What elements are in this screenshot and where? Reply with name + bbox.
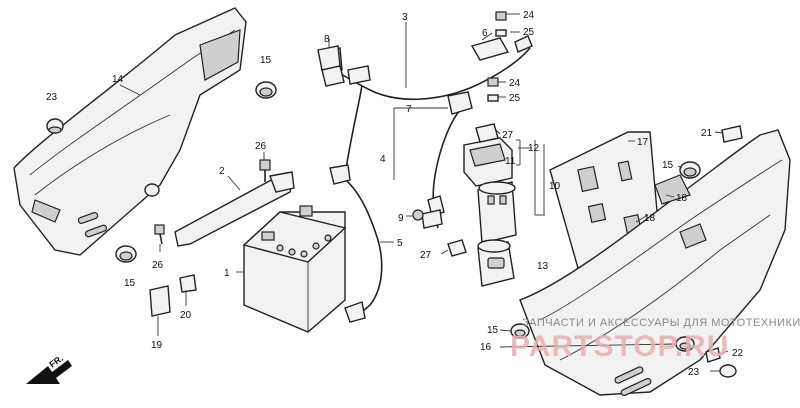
grommet-15-lower-left — [115, 245, 137, 263]
callout-15-lower-right: 15 — [487, 325, 499, 336]
callout-2: 2 — [219, 166, 225, 177]
callout-4: 4 — [380, 154, 386, 165]
terminal-cover-8 — [317, 45, 345, 87]
callout-9: 9 — [398, 213, 404, 224]
callout-24-mid: 24 — [509, 78, 521, 89]
callout-25-mid: 25 — [509, 93, 521, 104]
grommet-23-left — [46, 118, 64, 134]
bolt-26-lower — [154, 224, 165, 245]
battery-cable-positive — [321, 35, 533, 101]
callout-20: 20 — [180, 310, 192, 321]
callout-21: 21 — [701, 128, 713, 139]
callout-26-upper: 26 — [255, 141, 267, 152]
callout-27-bottom: 27 — [420, 250, 432, 261]
left-side-cover — [13, 7, 247, 256]
watermark-tagline: ЗАПЧАСТИ И АКСЕССУАРЫ ДЛЯ МОТОТЕХНИКИ — [522, 317, 800, 329]
callout-numbers: 1 2 3 4 5 6 7 8 9 10 11 12 13 14 15 15 1… — [46, 10, 744, 378]
right-side-cover — [519, 129, 791, 397]
grommet-23-right — [719, 364, 737, 378]
callout-bracket-12 — [516, 139, 545, 215]
callout-23-left: 23 — [46, 92, 58, 103]
callout-12: 12 — [528, 143, 540, 154]
grommet-15-lower-right — [510, 323, 530, 339]
clip-22 — [705, 347, 721, 363]
callout-6: 6 — [482, 28, 488, 39]
callout-1: 1 — [224, 268, 230, 279]
watermark-brand: PARTSTOP.RU — [510, 330, 729, 363]
callout-19: 19 — [151, 340, 163, 351]
front-direction-arrow: FR. — [26, 353, 72, 384]
callout-18-b: 18 — [676, 193, 688, 204]
callout-5: 5 — [397, 238, 403, 249]
battery-cable-negative — [344, 84, 363, 176]
callout-23-right: 23 — [688, 367, 700, 378]
grommet-15-upper — [255, 81, 277, 99]
callout-7: 7 — [406, 104, 412, 115]
bolt-26-upper — [259, 159, 271, 182]
battery-stay — [174, 171, 295, 247]
label-19 — [149, 285, 171, 317]
bolt-24-top — [495, 11, 507, 37]
ground-cable — [329, 164, 383, 323]
fuse-27-bottom — [447, 239, 467, 257]
bolt-24-mid — [487, 77, 499, 102]
bolt-9 — [412, 209, 424, 221]
leader-lines — [119, 13, 729, 372]
relay-cover — [477, 239, 515, 287]
callout-18-a: 18 — [644, 213, 656, 224]
callout-27-top: 27 — [502, 130, 514, 141]
callout-26-lower: 26 — [152, 260, 164, 271]
callout-25-top: 25 — [523, 27, 535, 38]
callout-15-upper: 15 — [260, 55, 272, 66]
label-21 — [721, 125, 743, 143]
callout-8: 8 — [324, 34, 330, 45]
callout-10: 10 — [549, 181, 561, 192]
callout-13: 13 — [537, 261, 549, 272]
grommet-15-right — [679, 161, 701, 179]
callout-15-lower-left: 15 — [124, 278, 136, 289]
starter-cable — [421, 91, 473, 229]
starter-relay — [463, 137, 517, 244]
callout-11: 11 — [505, 156, 516, 167]
label-20 — [179, 274, 197, 293]
callout-16: 16 — [480, 342, 492, 353]
fuse-27-top — [475, 123, 499, 143]
callout-14: 14 — [112, 74, 124, 85]
callout-15-right: 15 — [662, 160, 674, 171]
callout-17: 17 — [637, 137, 649, 148]
callout-22: 22 — [732, 348, 744, 359]
callout-24-top: 24 — [523, 10, 535, 21]
battery — [242, 205, 347, 333]
callout-3: 3 — [402, 12, 408, 23]
